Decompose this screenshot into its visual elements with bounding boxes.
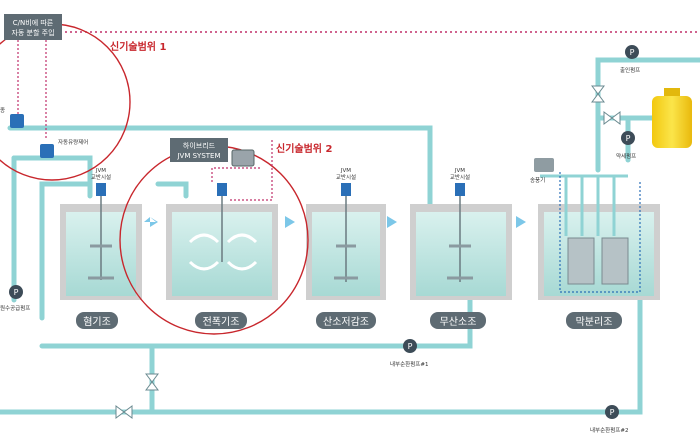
tank-anaerobic-motor xyxy=(96,183,106,196)
pipe-anaerobic-inlet xyxy=(39,181,93,321)
label-outflow-pump: 출인펌프 xyxy=(620,66,640,74)
scope-label-1: 신기술범위 1 xyxy=(110,40,166,53)
label-internal-return2: 내부순환펌프#2 xyxy=(590,426,628,434)
label-auto-flow: 자동유량제어 xyxy=(58,138,88,146)
pump-chem: P xyxy=(621,131,635,145)
mixer-label-anaerobic-1: JVM xyxy=(95,168,106,174)
label-internal-return1: 내부순환펌프#1 xyxy=(390,360,428,368)
tank-label-aerobic: 전폭기조 xyxy=(203,316,240,328)
tank-aerobic-swirl-3 xyxy=(188,260,220,271)
pump-internal-1-letter: P xyxy=(408,342,413,351)
tank-aerobic-swirl-1 xyxy=(188,233,220,244)
flow-arrow-1 xyxy=(144,217,158,227)
tank-anaerobic xyxy=(60,183,142,300)
tank-anaerobic-impeller xyxy=(88,244,114,280)
flow-arrow-4 xyxy=(516,216,526,228)
storage-tank xyxy=(652,88,692,148)
pump-internal-1-badge xyxy=(403,339,417,353)
scope-label-2: 신기술범위 2 xyxy=(276,142,332,155)
valve-right-side-shape xyxy=(603,111,621,125)
pipe-top-return xyxy=(7,125,433,211)
pipe-aer-inlet xyxy=(155,181,189,199)
valve-right-side xyxy=(603,111,621,125)
valve-vertical xyxy=(145,373,159,391)
pump-internal-1: P xyxy=(403,339,417,353)
callout-cn-box xyxy=(4,14,62,40)
mixer-label-anoxic-2: 교반시설 xyxy=(450,173,470,181)
hybrid-controller xyxy=(231,149,255,167)
tank-anoxic-impeller xyxy=(447,244,473,280)
pump-feed-letter: P xyxy=(14,288,19,297)
tank-aerobic xyxy=(166,183,278,300)
label-flow-left: 종 xyxy=(0,107,5,114)
tank-aerobic-swirl-4 xyxy=(226,260,258,271)
label-blower: 송풍기 xyxy=(530,176,545,184)
callout-hybrid-line1: 하이브리드 xyxy=(183,141,216,150)
valve-bottom-shape xyxy=(115,405,133,419)
tank-label-bg-5 xyxy=(566,312,622,329)
tank-anoxic xyxy=(410,183,512,300)
membrane-dotted-loop xyxy=(559,172,641,293)
tank-oxygen-reduction-impeller xyxy=(334,244,358,280)
pump-internal-2-badge xyxy=(605,405,619,419)
valve-right-top xyxy=(591,85,605,103)
tank-label-membrane: 막분리조 xyxy=(576,316,613,328)
callout-hybrid-box xyxy=(170,138,228,162)
membrane-module-1 xyxy=(567,237,595,285)
tank-label-anoxic: 무산소조 xyxy=(440,316,477,328)
callout-cn-line2: 자동 분할 주입 xyxy=(11,28,54,37)
valve-vertical-shape xyxy=(145,373,159,391)
pump-internal-2-letter: P xyxy=(610,408,615,417)
mixer-label-anoxic-1: JVM xyxy=(454,168,465,174)
callout-cn-line1: C/N비에 따른 xyxy=(13,18,54,27)
mixer-label-oxy-2: 교반시설 xyxy=(336,173,356,181)
flow-meter-top xyxy=(10,114,24,128)
tank-label-anaerobic: 혐기조 xyxy=(83,316,111,328)
tank-label-oxygen-reduction: 산소저감조 xyxy=(323,316,369,328)
valve-right-top-shape xyxy=(591,85,605,103)
tank-membrane xyxy=(538,172,660,300)
tank-anoxic-water xyxy=(416,212,506,296)
flow-arrows xyxy=(144,216,526,228)
valve-bottom xyxy=(115,405,133,419)
pump-chem-badge xyxy=(621,131,635,145)
pump-feed-badge xyxy=(9,285,23,299)
tank-labels: 혐기조 전폭기조 산소저감조 무산소조 막분리조 xyxy=(76,312,622,329)
tank-label-bg-2 xyxy=(195,312,247,329)
label-feed-pump: 원수공급펌프 xyxy=(0,304,30,312)
label-chem-pump: 약세펌프 xyxy=(616,152,636,160)
callout-hybrid-line2: JVM SYSTEM xyxy=(176,152,220,160)
membrane-module-2 xyxy=(601,237,629,285)
callout-cn-dotted-down xyxy=(17,40,47,140)
pump-feed: P xyxy=(9,285,23,299)
hybrid-dotted-line xyxy=(211,140,273,201)
tank-aerobic-motor xyxy=(217,183,227,196)
blower-machine xyxy=(534,158,554,172)
membrane-air-lines xyxy=(564,176,616,236)
tank-label-bg-1 xyxy=(76,312,118,329)
flow-arrow-2 xyxy=(283,216,295,228)
flow-meter-auto xyxy=(40,144,54,158)
pipe-feed-to-anaerobic xyxy=(11,155,93,199)
pump-chem-letter: P xyxy=(626,134,631,143)
tank-label-bg-3 xyxy=(316,312,376,329)
pipe-bottom xyxy=(0,297,643,415)
mixer-label-oxy-1: JVM xyxy=(340,168,351,174)
storage-tank-body xyxy=(652,96,692,148)
pump-outflow: P xyxy=(625,45,639,59)
tank-label-bg-4 xyxy=(430,312,486,329)
flow-arrow-3 xyxy=(387,216,397,228)
tank-aerobic-swirl-2 xyxy=(226,233,258,244)
tank-anoxic-motor xyxy=(455,183,465,196)
pump-internal-2: P xyxy=(605,405,619,419)
pipe-membrane-up xyxy=(595,57,700,173)
tank-oxygen-reduction xyxy=(306,183,386,300)
storage-tank-cap xyxy=(664,88,680,96)
tank-oxygen-reduction-motor xyxy=(341,183,351,196)
mixer-label-anaerobic-2: 교반시설 xyxy=(91,173,111,181)
pump-outflow-badge xyxy=(625,45,639,59)
pump-outflow-letter: P xyxy=(630,48,635,57)
